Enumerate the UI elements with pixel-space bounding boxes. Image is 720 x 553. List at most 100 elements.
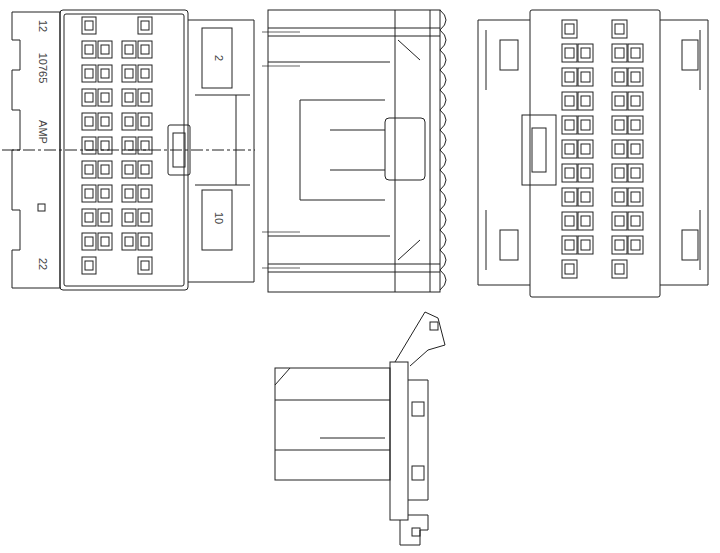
cavity-contact: [565, 192, 574, 202]
cavity: [612, 164, 627, 182]
flange-window: [202, 28, 232, 88]
cavity-contact: [141, 261, 149, 270]
marking-box: [38, 204, 45, 211]
rib: [268, 28, 440, 272]
cavity: [82, 185, 96, 202]
cavity-contact: [631, 240, 640, 250]
cavity-contact: [615, 216, 624, 226]
cavity-contact: [141, 69, 149, 78]
rear-view: [478, 10, 708, 297]
cavity-contact: [141, 189, 149, 198]
cavity-contact: [565, 120, 574, 130]
cavity-contact: [615, 264, 624, 274]
part-marking: 22: [37, 258, 48, 270]
flange-detail: [195, 95, 250, 185]
cavity-contact: [581, 144, 590, 154]
cavity-contact: [85, 117, 93, 126]
cavity-contact: [581, 216, 590, 226]
cavity-contact: [85, 165, 93, 174]
cavity-contact: [101, 69, 109, 78]
cavity-contact: [85, 141, 93, 150]
cavity-contact: [141, 21, 149, 30]
latch: [522, 115, 556, 185]
cavity: [562, 188, 577, 206]
cavity-contact: [631, 144, 640, 154]
cavity-contact: [565, 240, 574, 250]
cavity-contact: [101, 213, 109, 222]
cavity: [612, 188, 627, 206]
cavity: [98, 41, 112, 58]
cavity-contact: [631, 216, 640, 226]
housing: [530, 10, 660, 297]
cavity-contact: [581, 96, 590, 106]
cavity-contact: [125, 165, 133, 174]
cavity-contact: [125, 69, 133, 78]
cavity: [562, 164, 577, 182]
latch: [385, 118, 425, 180]
latch-arm: [430, 322, 438, 330]
cavity-contact: [615, 96, 624, 106]
side-flange: [188, 20, 254, 282]
part-marking: 10: [213, 212, 224, 224]
cavity-contact: [615, 24, 624, 34]
cavity: [82, 113, 96, 130]
cavity-contact: [85, 237, 93, 246]
flange-window: [202, 190, 232, 250]
cavity: [562, 140, 577, 158]
cavity: [578, 116, 593, 134]
cavity-contact: [631, 168, 640, 178]
cavity: [98, 233, 112, 250]
cavity-contact: [581, 168, 590, 178]
cavity-contact: [615, 192, 624, 202]
cavity-contact: [141, 93, 149, 102]
cavity: [578, 164, 593, 182]
cavity-contact: [581, 48, 590, 58]
cavity: [138, 161, 152, 178]
cavity-contact: [581, 120, 590, 130]
cavity: [98, 65, 112, 82]
front-view: [2, 10, 255, 290]
cavity-contact: [101, 117, 109, 126]
cavity-contact: [631, 48, 640, 58]
cavity: [82, 209, 96, 226]
cavity-contact: [581, 192, 590, 202]
cavity: [612, 44, 627, 62]
cavity-contact: [565, 144, 574, 154]
cavity: [138, 17, 152, 34]
cavity: [122, 233, 136, 250]
cavity: [138, 257, 152, 274]
detail: [398, 40, 420, 260]
cavity-contact: [141, 117, 149, 126]
cavity: [82, 257, 96, 274]
cavity-contact: [565, 72, 574, 82]
cavity: [82, 65, 96, 82]
cavity: [562, 92, 577, 110]
cavity-contact: [125, 213, 133, 222]
cavity: [98, 89, 112, 106]
cavity: [562, 44, 577, 62]
cavity-contact: [631, 72, 640, 82]
cavity-contact: [141, 165, 149, 174]
cavity-contact: [581, 72, 590, 82]
cavity-contact: [141, 141, 149, 150]
cavity-contact: [565, 264, 574, 274]
cavity: [612, 260, 627, 278]
cavity-contact: [85, 69, 93, 78]
cavity-contact: [125, 189, 133, 198]
cavity: [138, 233, 152, 250]
cavity-contact: [125, 237, 133, 246]
flange-detail: [500, 40, 518, 70]
cavity-contact: [141, 45, 149, 54]
top-view: [262, 10, 446, 292]
cavity: [138, 137, 152, 154]
cavity: [612, 140, 627, 158]
cavity: [122, 41, 136, 58]
cavity-contact: [141, 237, 149, 246]
cavity: [98, 137, 112, 154]
cavity: [612, 68, 627, 86]
cavity-contact: [565, 96, 574, 106]
cavity-contact: [101, 189, 109, 198]
clip: [412, 528, 420, 536]
cavity-contact: [565, 24, 574, 34]
